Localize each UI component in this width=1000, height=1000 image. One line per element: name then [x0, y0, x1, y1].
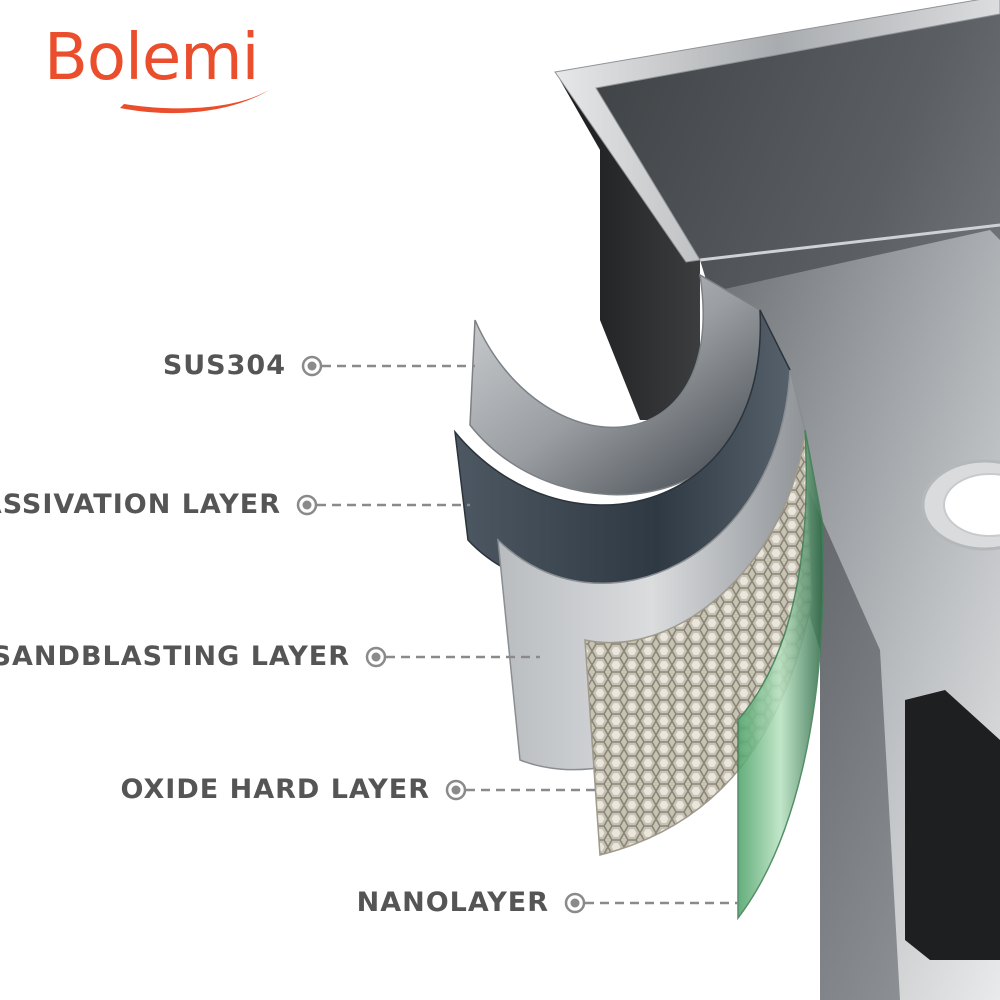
- label-passivation-layer: PASSIVATION LAYER: [0, 489, 281, 520]
- logo-swoosh-icon: [120, 88, 272, 114]
- leader-oxide: [445, 779, 600, 801]
- leader-sandblasting: [365, 646, 540, 668]
- brand-name: Bolemi: [44, 21, 259, 95]
- sink-front-wall: [560, 80, 700, 420]
- label-oxide-hard-layer: OXIDE HARD LAYER: [120, 774, 430, 805]
- label-nanolayer: NANOLAYER: [356, 887, 549, 918]
- brand-logo: Bolemi: [40, 22, 280, 122]
- sink-corner-seam: [699, 223, 1000, 262]
- leader-nanolayer: [564, 892, 738, 914]
- label-sandblasting-layer: SANDBLASTING LAYER: [0, 641, 350, 672]
- layer-nanolayer-sheet: [737, 429, 824, 921]
- sink-drain-housing: [905, 690, 1000, 960]
- label-sus304: SUS304: [162, 350, 286, 381]
- leader-passivation: [296, 494, 470, 516]
- sink-rim: [554, 0, 1000, 263]
- leader-sus304: [301, 355, 475, 377]
